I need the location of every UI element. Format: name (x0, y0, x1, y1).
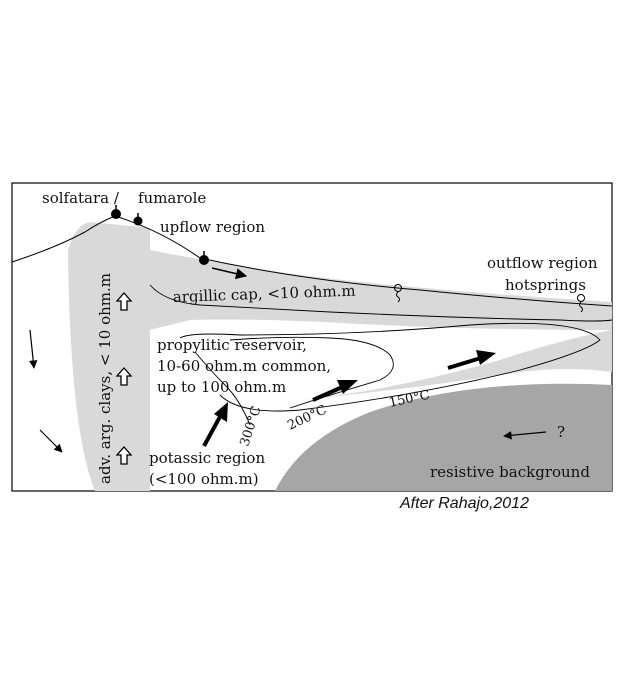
up-arrow-hollow-1 (115, 292, 133, 311)
hotspring-symbol-1 (394, 284, 402, 303)
hotspring-symbol-2 (577, 294, 585, 313)
argillic-cap-contour (149, 284, 613, 322)
resistive-background-zone (275, 383, 612, 491)
propylitic-label-line1: propylitic reservoir, (157, 336, 307, 354)
hotsprings-label: hotsprings (505, 276, 586, 294)
solfatara-label: solfatara / (42, 189, 120, 207)
thick-arrow-potassic (202, 402, 228, 447)
inflow-arrow (503, 431, 547, 440)
upflow-label: upflow region (160, 218, 265, 236)
isotherm-300-line (194, 351, 251, 426)
adv-arg-clays-label: adv. arg. clays, < 10 ohm.m (96, 273, 114, 484)
isotherm-150-line (179, 322, 601, 412)
fumarole-symbol-3 (199, 251, 209, 265)
fumarole-symbol-2 (133, 213, 143, 226)
propylitic-label-line2: 10-60 ohm.m common, (157, 357, 331, 375)
propylitic-label-line3: up to 100 ohm.m (157, 378, 286, 396)
surface-flow-arrow (211, 267, 248, 280)
outflow-label: outflow region (487, 254, 598, 272)
up-arrow-hollow-3 (115, 446, 133, 465)
potassic-label-line2: (<100 ohm.m) (149, 470, 259, 488)
potassic-label-line1: potassic region (149, 449, 265, 467)
thick-arrow-200 (312, 380, 358, 402)
resistive-background-label: resistive background (430, 463, 590, 481)
upflow-clay-column (68, 222, 150, 491)
outflow-tongue-zone (300, 330, 612, 400)
fumarole-label: fumarole (138, 189, 206, 207)
recharge-arrow-2 (39, 429, 63, 453)
recharge-arrow-1 (29, 329, 38, 369)
thick-arrow-outflow (447, 350, 496, 370)
question-mark-label: ? (557, 423, 565, 441)
up-arrow-hollow-2 (115, 367, 133, 386)
fumarole-symbol-1 (111, 205, 121, 219)
credit-caption: After Rahajo,2012 (399, 495, 529, 512)
